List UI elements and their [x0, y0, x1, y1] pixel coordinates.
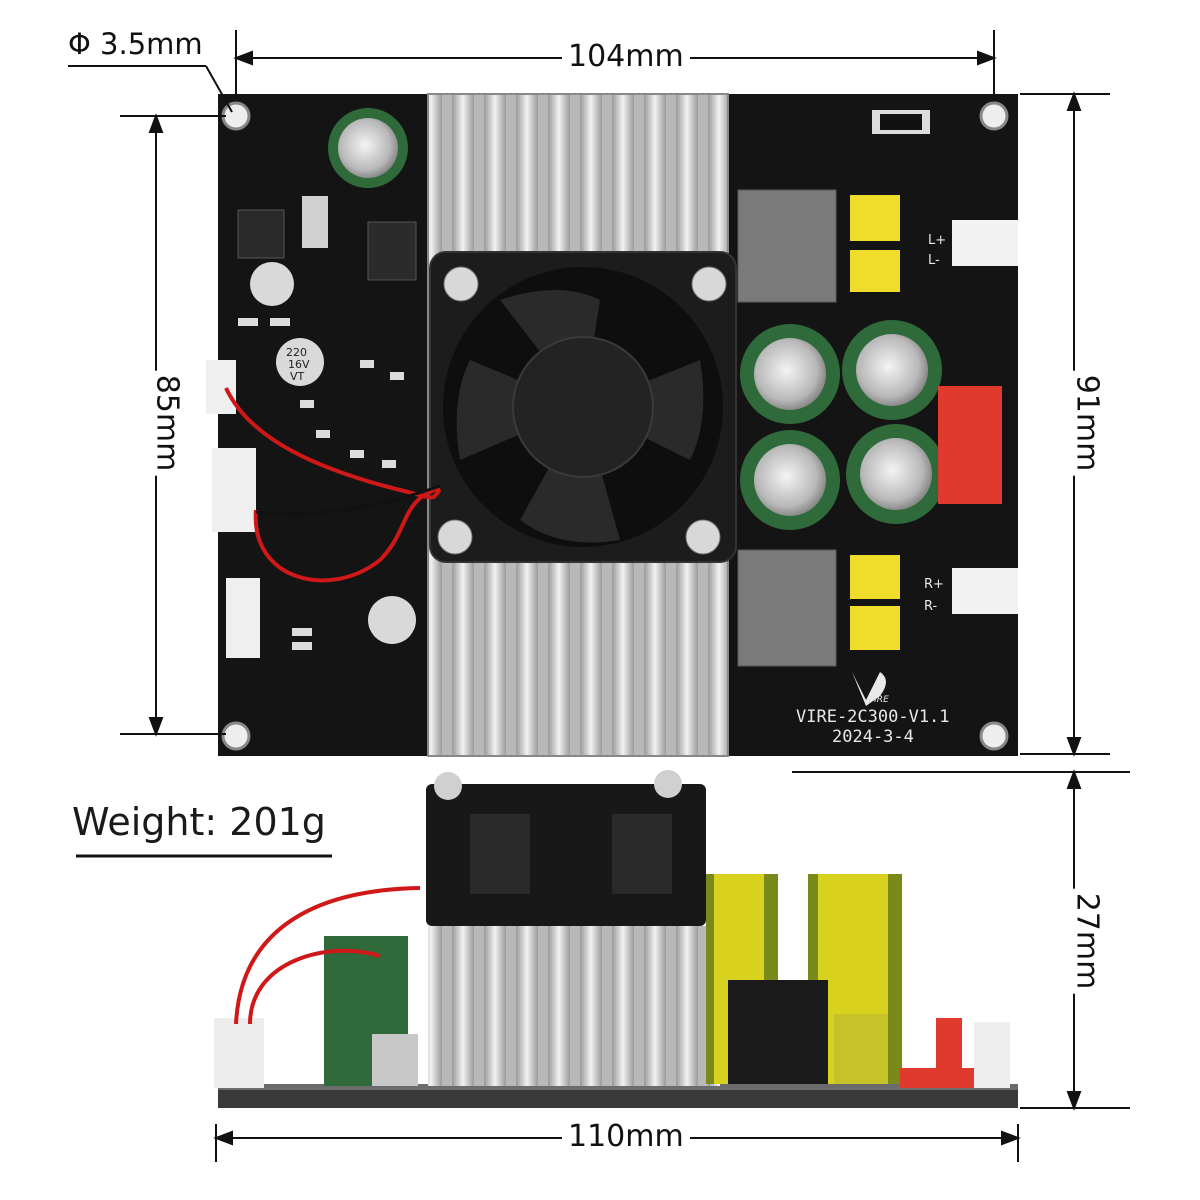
board-top-view [206, 93, 1018, 757]
board-side-view [214, 770, 1018, 1108]
cap-label-value: 220 [286, 346, 307, 359]
pcb-side [218, 1088, 1018, 1108]
connector [206, 360, 236, 414]
brand-text: VIRE [868, 695, 889, 705]
cap-label-voltage: 16V [288, 358, 310, 371]
cap-label-type: VT [290, 370, 305, 383]
connector [212, 448, 256, 532]
film-capacitor [850, 195, 900, 241]
speaker-connector-right [952, 568, 1018, 614]
cooling-fan [429, 251, 737, 563]
capacitor [368, 596, 416, 644]
inductor [737, 189, 837, 303]
inductor [737, 549, 837, 667]
right-height-label: 91mm [1069, 370, 1104, 476]
mount-hole [979, 101, 1009, 131]
output-capacitors [740, 320, 946, 530]
left-height-label: 85mm [149, 370, 184, 476]
capacitor [276, 338, 324, 386]
wire-red [224, 387, 442, 500]
hole-diameter-label: Φ 3.5mm [68, 27, 203, 61]
capacitor [250, 262, 294, 306]
bottom-width-label: 110mm [562, 1122, 690, 1152]
heatsink-side [428, 926, 720, 1086]
speaker-connector-left [952, 220, 1018, 266]
board-date-text: 2024-3-4 [832, 727, 914, 747]
out-l-plus: L+ [928, 233, 946, 248]
out-l-minus: L- [928, 253, 940, 268]
wire-red-side [234, 886, 421, 1025]
mount-hole [221, 101, 251, 131]
mount-hole [979, 721, 1009, 751]
connector [226, 578, 260, 658]
board-model-text: VIRE-2C300-V1.1 [796, 707, 950, 727]
out-r-minus: R- [924, 599, 938, 614]
side-height-label: 27mm [1069, 888, 1104, 994]
mount-hole [221, 721, 251, 751]
power-connector [938, 386, 1002, 504]
connector-side [214, 1018, 264, 1088]
weight-label: Weight: 201g [72, 800, 326, 844]
out-r-plus: R+ [924, 577, 944, 592]
top-width-label: 104mm [562, 42, 690, 72]
inductor-side [728, 980, 828, 1084]
vire-logo [852, 672, 886, 706]
